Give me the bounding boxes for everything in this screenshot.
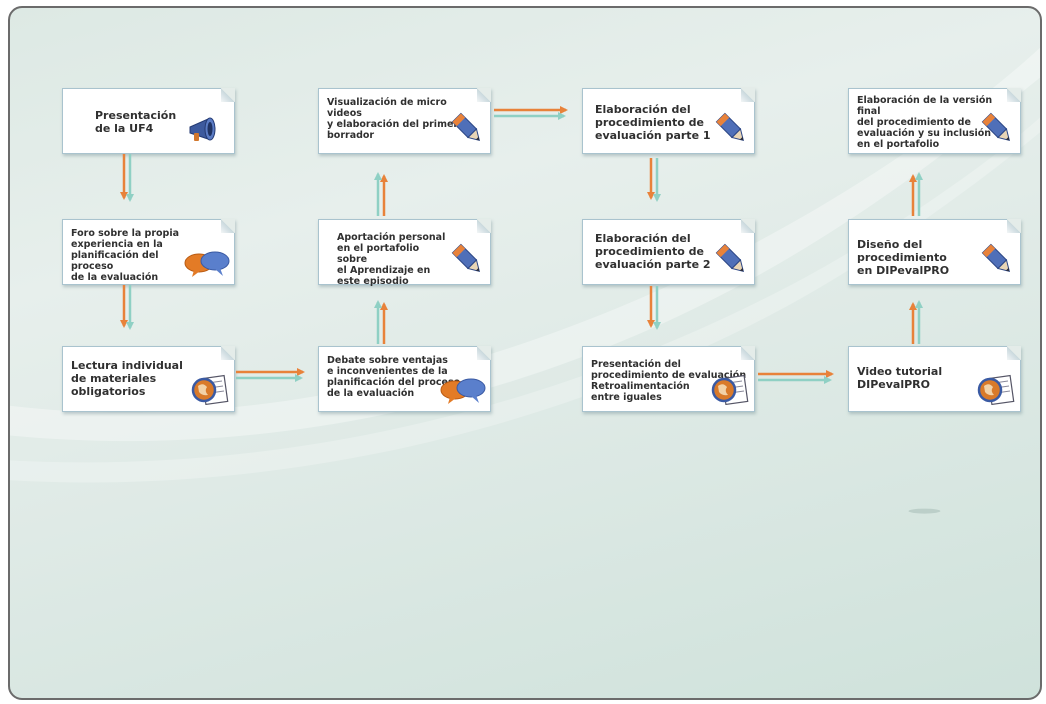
step-label: Aportación personal en el portafolio sob… [337,232,446,287]
page-fold [477,88,491,102]
step-box-foro[interactable]: Foro sobre la propia experiencia en la p… [62,219,235,285]
page-fold [477,219,491,233]
page-fold [1007,88,1021,102]
step-box-video-tutorial[interactable]: Video tutorial DIPevalPRO [848,346,1021,412]
page-fold [221,219,235,233]
page-fold [1007,346,1021,360]
page-fold [741,346,755,360]
step-label: Video tutorial DIPevalPRO [857,365,943,391]
speech-bubbles-icon [440,377,486,409]
step-box-aportacion[interactable]: Aportación personal en el portafolio sob… [318,219,491,287]
step-label: Visualización de micro videos y elaborac… [327,97,459,141]
page-fold [741,219,755,233]
pencil-icon [714,242,750,282]
step-box-elaboracion-2[interactable]: Elaboración del procedimiento de evaluac… [582,219,755,285]
background-swoosh [10,47,1040,514]
step-label: Elaboración del procedimiento de evaluac… [595,232,711,271]
page-fold [1007,219,1021,233]
step-box-lectura[interactable]: Lectura individual de materiales obligat… [62,346,235,412]
globe-document-icon [710,371,750,409]
step-label: Presentación de la UF4 [95,109,177,135]
step-box-presentacion[interactable]: Presentación de la UF4 [62,88,235,154]
page-fold [221,346,235,360]
diagram-frame: Presentación de la UF4 Foro sobre la pro… [8,6,1042,700]
pencil-icon [980,242,1016,282]
megaphone-icon [186,113,230,151]
step-label: Diseño del procedimiento en DIPevalPRO [857,238,950,277]
page-fold [741,88,755,102]
pencil-icon [714,111,750,151]
step-box-debate[interactable]: Debate sobre ventajas e inconvenientes d… [318,346,491,412]
step-label: Elaboración de la versión final del proc… [857,95,993,150]
step-box-diseno[interactable]: Diseño del procedimiento en DIPevalPRO [848,219,1021,285]
step-label: Lectura individual de materiales obligat… [71,359,183,398]
globe-document-icon [190,371,230,409]
globe-document-icon [976,371,1016,409]
step-box-elaboracion-1[interactable]: Elaboración del procedimiento de evaluac… [582,88,755,154]
step-label: Foro sobre la propia experiencia en la p… [71,228,180,283]
pencil-icon [450,242,486,282]
page-fold [221,88,235,102]
step-box-visualizacion[interactable]: Visualización de micro videos y elaborac… [318,88,491,154]
step-label: Debate sobre ventajas e inconvenientes d… [327,355,461,399]
pencil-icon [450,111,486,151]
step-label: Elaboración del procedimiento de evaluac… [595,103,711,142]
pencil-icon [980,111,1016,151]
page-fold [477,346,491,360]
step-box-presentacion-procedimiento[interactable]: Presentación del procedimiento de evalua… [582,346,755,412]
speech-bubbles-icon [184,250,230,282]
step-label: Presentación del procedimiento de evalua… [591,359,747,403]
step-box-version-final[interactable]: Elaboración de la versión final del proc… [848,88,1021,154]
